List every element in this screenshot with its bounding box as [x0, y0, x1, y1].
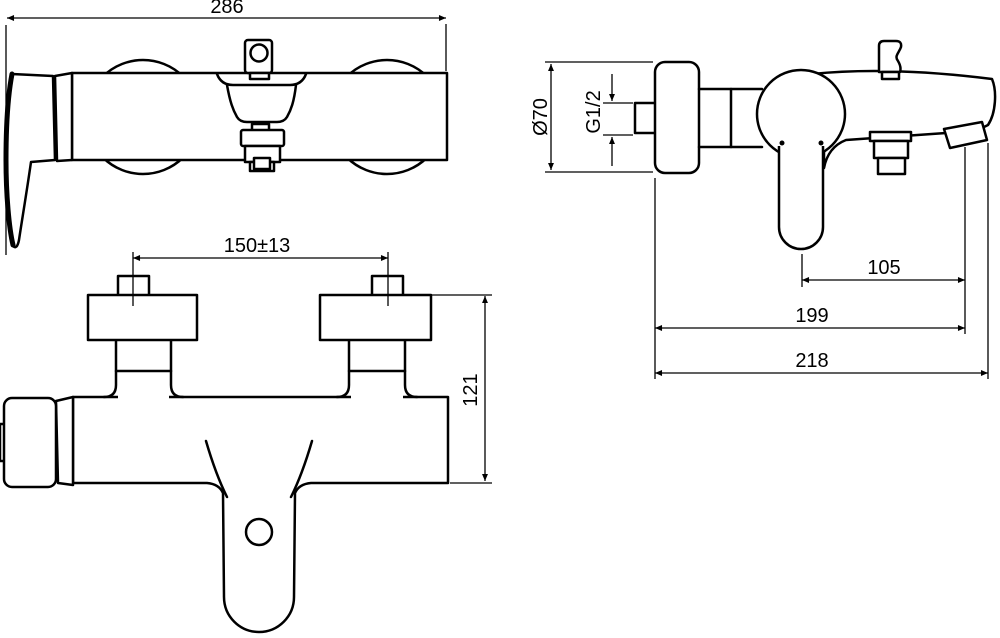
shower-outlet-nipple — [876, 156, 907, 176]
handle-hub-bottom — [54, 395, 75, 487]
right-escutcheon-block — [318, 293, 433, 342]
dim-flange: Ø70 — [530, 61, 653, 173]
left-escutcheon-block — [86, 293, 199, 342]
dim-label-flange: Ø70 — [530, 98, 552, 136]
handle-dot-right — [818, 140, 824, 146]
top-view — [3, 38, 449, 249]
side-view — [633, 39, 997, 251]
aerator-hole — [244, 517, 274, 547]
dim-label-121: 121 — [460, 373, 482, 406]
handle-lever-side — [777, 146, 825, 251]
dim-label-199: 199 — [795, 305, 828, 327]
aerator-tip — [252, 156, 272, 171]
aerator-collar — [239, 128, 286, 148]
handle-cartridge-circle — [755, 68, 847, 160]
dim-199: 199 — [654, 178, 965, 379]
spout-curve-right — [289, 439, 314, 499]
dim-label-105: 105 — [867, 257, 900, 279]
shower-outlet-body — [872, 139, 910, 160]
inlet-pipe — [633, 101, 659, 135]
handle-lever-top — [4, 72, 57, 249]
faucet-body-bottom — [71, 395, 450, 634]
dim-thread: G1/2 — [583, 74, 633, 166]
dim-label-thread: G1/2 — [583, 90, 605, 133]
handle-cap-bottom — [2, 396, 58, 489]
spout-outlet — [942, 120, 989, 150]
dim-105: 105 — [801, 147, 966, 334]
shower-outlet-rim — [868, 130, 913, 143]
spout-taper-top — [225, 83, 298, 124]
dim-218: 218 — [655, 143, 989, 379]
dim-label-150: 150±13 — [224, 235, 291, 257]
dim-286: 286 — [5, 0, 447, 255]
diverter-knob-side — [877, 39, 903, 74]
diverter-base-side — [880, 70, 901, 81]
bottom-view — [0, 274, 450, 634]
spout-curve-left — [204, 439, 229, 499]
diverter-knob-hole — [249, 43, 269, 63]
dim-label-286: 286 — [210, 0, 243, 18]
spout-recess — [215, 72, 308, 87]
dim-label-218: 218 — [795, 350, 828, 372]
handle-dot-left — [779, 140, 785, 146]
dim-121: 121 — [431, 294, 492, 484]
diverter-base-top — [248, 71, 271, 81]
dim-150: 150±13 — [132, 235, 389, 306]
wall-flange — [653, 60, 701, 175]
handle-hub-top — [53, 71, 74, 163]
